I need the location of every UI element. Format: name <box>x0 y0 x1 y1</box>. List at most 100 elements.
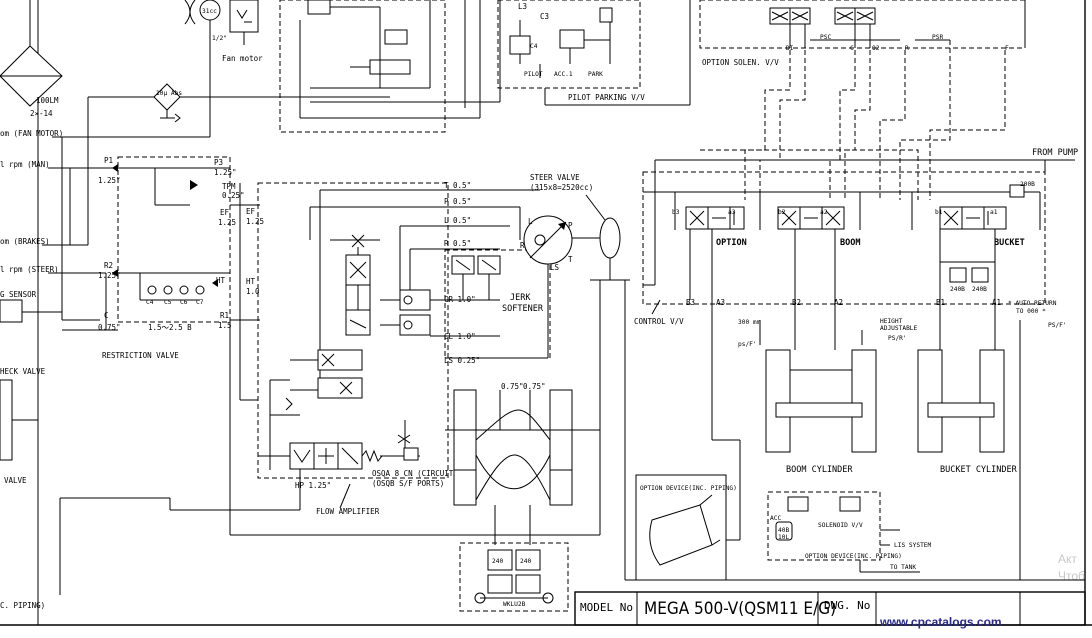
r1-size: 1.5 <box>218 321 232 330</box>
B1-label: B1 <box>936 298 945 307</box>
r2-size: 1.25" <box>98 271 121 280</box>
ef-size: 1.25 <box>218 218 236 227</box>
steer-cylinders: 0.75" 0.75" <box>445 382 600 545</box>
p3-size: 1.25" <box>214 168 237 177</box>
ht-left-label: HT <box>216 276 226 285</box>
solenoid-valve: ACC 40B 10L SOLENOID V/V OPTION DEVICE(I… <box>767 491 932 573</box>
sv-ls-label: LS <box>550 263 560 272</box>
b200b-label: 200B <box>1020 181 1035 188</box>
option-solen-label: OPTION SOLEN. V/V <box>702 58 779 67</box>
acc-label: ACC <box>770 515 781 522</box>
adjustable-label: ADJUSTABLE <box>880 325 918 332</box>
sv-p-label: P <box>568 221 573 230</box>
piping-left-label: C. PIPING) <box>0 601 45 610</box>
A1-label: A1 <box>992 298 1001 307</box>
c4b-label: C4 <box>146 299 154 306</box>
restriction-valve: P1 1.25" P3 1.25" TPM 0.25" EF 1.25 R2 1… <box>98 156 260 360</box>
ps-r-label: PS/R' <box>888 335 907 342</box>
rpm-man: l rpm (MAN) <box>0 160 50 169</box>
flow-amplifier-label: FLOW AMPLIFIER <box>316 507 380 516</box>
mm300-label: 300 mm <box>738 319 761 326</box>
a2-label: a2 <box>820 209 828 216</box>
rpm-fan-motor: om (FAN MOTOR) <box>0 129 63 138</box>
t-port-label: T 0.5" <box>444 181 471 190</box>
jerk-softener-label: JERK <box>510 293 531 303</box>
option-device: OPTION DEVICE(INC. PIPING) <box>635 439 741 581</box>
steer-cc-label: (315x8=2520cc) <box>530 183 593 192</box>
p3-label: P3 <box>214 158 223 167</box>
l-port-label: L 0.5" <box>444 216 471 225</box>
B3-label: B3 <box>686 298 695 307</box>
tpm-size: 0.25" <box>222 191 245 200</box>
cl240b: 240 <box>520 558 531 565</box>
cyl-075b: 0.75" <box>523 382 546 391</box>
pilot-label: PILOT <box>524 71 543 78</box>
c4-label: C4 <box>530 43 538 50</box>
title-block: MODEL No MEGA 500-V(QSM11 E/G) DWG. No <box>574 591 1086 626</box>
p1-label: P1 <box>104 156 113 165</box>
bucket-cylinder-label: BUCKET CYLINDER <box>940 465 1018 475</box>
rpm-steer: l rpm (STEER) <box>0 265 59 274</box>
watermark-partial-a: Акт <box>1058 552 1077 566</box>
boom-cylinder-group: 300 mm ps/F' HEIGHT ADJUSTABLE PS/R' BOO… <box>711 300 918 475</box>
bucket-label: BUCKET <box>994 238 1025 248</box>
filter-10abs: 10µ Abs <box>156 90 182 97</box>
steer-valve: STEER VALVE (315x8=2520cc) L R P T LS <box>445 173 630 359</box>
option-device-label: OPTION DEVICE(INC. PIPING) <box>640 485 737 492</box>
ef-label: EF <box>220 208 230 217</box>
c3-label: C3 <box>540 12 549 21</box>
sv-r-label: R <box>520 241 525 250</box>
filter-2x14: 2⨯-14 <box>30 109 53 118</box>
jerk-softener-label-2: SOFTENER <box>502 304 544 314</box>
ls-label: LS 0.25" <box>444 356 480 365</box>
cl240a: 240 <box>492 558 503 565</box>
top-center-valve-block <box>279 0 501 133</box>
flow-amplifier: EF 1.25 HT 1.0 T 0.5" P 0.5" L 0.5" R 0.… <box>246 181 540 516</box>
o2-label: O2 <box>872 45 880 52</box>
ef2-size: 1.25 <box>246 217 264 226</box>
cyl-075a: 0.75" <box>501 382 524 391</box>
watermark-partial-b: Чтоб <box>1058 569 1085 583</box>
tank-return <box>624 280 1085 581</box>
brake-cluster: 240 240 WKLU2B <box>459 542 569 612</box>
control-valve: FROM PUMP b3 a3 OPTION b2 a2 BOOM b1 a1 … <box>634 148 1078 329</box>
ht-size: 1.0 <box>246 287 260 296</box>
pilot-lines <box>700 40 1006 200</box>
filter-100lm: 100LM <box>36 96 59 105</box>
g-sensor-group: G SENSOR HECK VALVE VALVE C. PIPING) <box>0 290 62 610</box>
control-vv-label: CONTROL V/V <box>634 317 684 326</box>
fan-motor-cc: 31cc <box>202 8 217 15</box>
b1-label: b1 <box>935 209 943 216</box>
acc1-label: ACC.1 <box>554 71 573 78</box>
rpm-brakes: om (BRAKES) <box>0 237 50 246</box>
f-label: F <box>1005 45 1009 52</box>
park-label: PARK <box>588 71 603 78</box>
a3-label: a3 <box>728 209 736 216</box>
height-label: HEIGHT <box>880 318 903 325</box>
acc-40b: 40B <box>778 527 789 534</box>
r-port-label: R 0.5" <box>444 239 471 248</box>
boom-cylinder-label: BOOM CYLINDER <box>786 465 853 475</box>
bucket-cylinder-group: BUCKET CYLINDER <box>917 300 1018 475</box>
fan-motor-group: 31cc 1/2" Fan motor <box>184 0 263 137</box>
sv-l-label: L <box>528 217 533 226</box>
di-label: DI <box>786 45 794 52</box>
tpm-label: TPM <box>222 182 236 191</box>
c-label: C <box>850 45 854 52</box>
option-device-small-label: OPTION DEVICE(INC. PIPING) <box>805 553 902 560</box>
option-label: OPTION <box>716 238 747 248</box>
g-sensor-label: G SENSOR <box>0 290 37 299</box>
p1-size: 1.25" <box>98 176 121 185</box>
p-port-label: P 0.5" <box>444 197 471 206</box>
model-label: MODEL No <box>580 601 633 614</box>
model-value: MEGA 500-V(QSM11 E/G) <box>644 599 836 619</box>
range-label: 1.5～2.5 B <box>148 323 192 332</box>
to-000-label: TO 000 * <box>1016 308 1046 315</box>
a1-label: a1 <box>990 209 998 216</box>
b240b: 240B <box>972 286 987 293</box>
ef2-label: EF <box>246 207 256 216</box>
hp-label: HP 1.25" <box>295 481 331 490</box>
c6-label: C6 <box>180 299 188 306</box>
A3-label: A3 <box>716 298 725 307</box>
